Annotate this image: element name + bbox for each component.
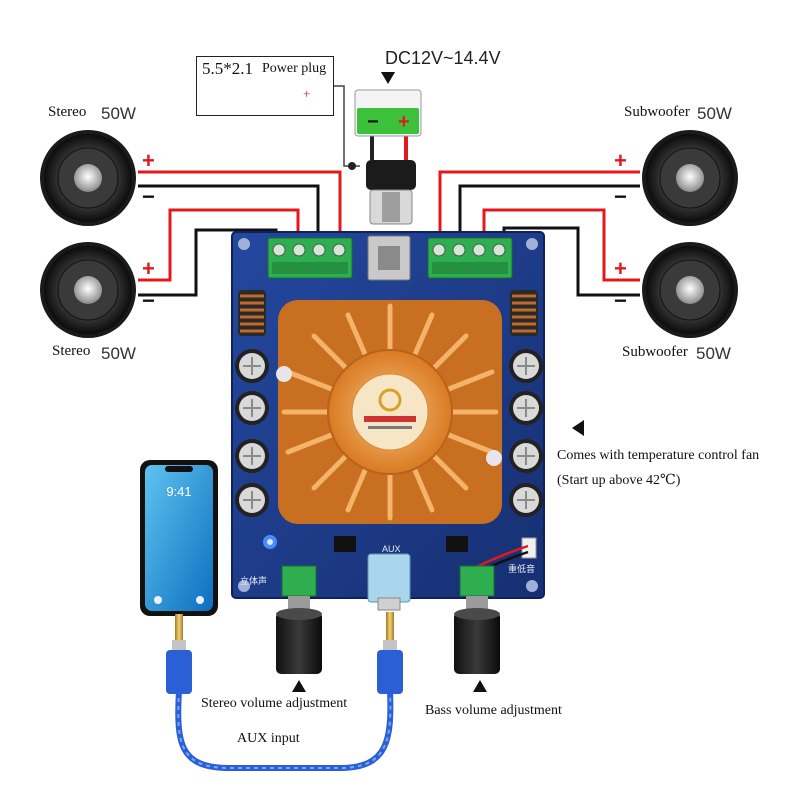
polarity-plus-br: + xyxy=(614,256,627,281)
board-mark-aux: AUX xyxy=(382,544,401,554)
fan-description: Comes with temperature control fan xyxy=(557,448,760,463)
speaker-label-bottom-right: Subwoofer xyxy=(622,344,688,360)
polarity-minus-bl: − xyxy=(142,288,155,313)
bass-knob-arrow-icon xyxy=(473,680,487,692)
stereo-volume-label: Stereo volume adjustment xyxy=(201,696,348,711)
dc-power-plug xyxy=(366,160,416,225)
voltage-arrow-icon xyxy=(381,72,395,84)
battery-minus: − xyxy=(367,111,379,133)
aux-cable xyxy=(166,612,403,771)
terminal-block-right xyxy=(427,237,513,279)
speaker-watt-top-left: 50W xyxy=(101,104,136,123)
battery-plus: + xyxy=(398,111,410,133)
board-lower-components: 立体声 AUX 重低音 xyxy=(240,535,537,586)
fan-arrow-icon xyxy=(572,420,584,436)
smartphone: 9:41 xyxy=(140,460,218,616)
polarity-minus-tr: − xyxy=(614,184,627,209)
stereo-volume-knob[interactable] xyxy=(276,565,322,674)
board-mark-stereo: 立体声 xyxy=(240,575,267,586)
plug-label: Power plug xyxy=(262,61,327,76)
speaker-label-top-left: Stereo xyxy=(48,104,87,120)
speaker-top-right xyxy=(642,130,738,226)
stereo-knob-arrow-icon xyxy=(292,680,306,692)
bass-volume-label: Bass volume adjustment xyxy=(425,703,562,718)
fan-startup-temp: (Start up above 42℃) xyxy=(557,473,681,488)
speaker-top-left xyxy=(40,130,136,226)
heatsink-fan xyxy=(278,300,502,524)
inductor-coils xyxy=(238,290,538,336)
polarity-minus-br: − xyxy=(614,288,627,313)
speaker-label-bottom-left: Stereo xyxy=(52,343,91,359)
power-plug-callout xyxy=(196,56,334,116)
speaker-watt-bottom-left: 50W xyxy=(101,344,136,363)
capacitors xyxy=(235,349,543,517)
polarity-plus-tr: + xyxy=(614,148,627,173)
battery-terminal: − + xyxy=(354,72,422,137)
voltage-label: DC12V~14.4V xyxy=(385,48,501,68)
speaker-label-top-right: Subwoofer xyxy=(624,104,690,120)
polarity-plus-tl: + xyxy=(142,148,155,173)
phone-time: 9:41 xyxy=(166,484,191,499)
speaker-bottom-right xyxy=(642,242,738,338)
board-mark-bass: 重低音 xyxy=(508,563,535,574)
speaker-watt-bottom-right: 50W xyxy=(696,344,731,363)
terminal-block-left xyxy=(267,237,353,279)
bass-volume-knob[interactable] xyxy=(454,565,500,674)
aux-jack xyxy=(367,553,411,611)
speaker-watt-top-right: 50W xyxy=(697,104,732,123)
aux-input-label: AUX input xyxy=(237,731,300,746)
plug-plus-label: + xyxy=(303,86,311,101)
speaker-wires xyxy=(138,85,640,297)
plug-size-label: 5.5*2.1 xyxy=(202,59,253,78)
speaker-bottom-left xyxy=(40,242,136,338)
polarity-plus-bl: + xyxy=(142,256,155,281)
speaker-polarity-marks: + − + − + − + − xyxy=(142,148,627,313)
polarity-minus-tl: − xyxy=(142,184,155,209)
